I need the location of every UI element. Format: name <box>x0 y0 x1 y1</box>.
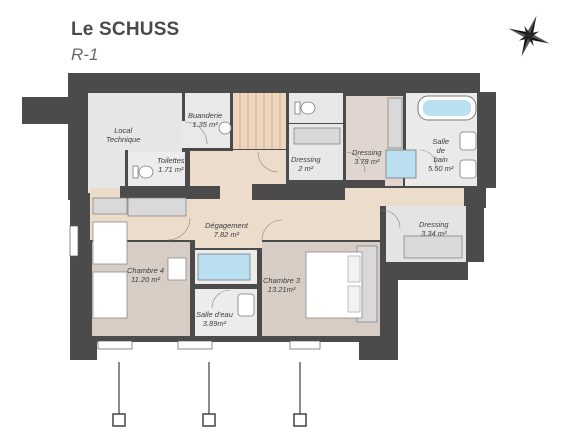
room-dressing-3: Dressing 3.34 m² <box>419 220 449 238</box>
room-local-technique: Local Technique <box>106 126 141 144</box>
floor-stairs <box>232 93 286 149</box>
floor-degagement-upper <box>190 150 286 190</box>
room-chambre-3: Chambre 3 13.21m² <box>263 276 301 294</box>
plan-level: R-1 <box>71 45 99 64</box>
stairs <box>239 93 281 149</box>
door-swings <box>167 121 437 309</box>
room-degagement: Dégagement 7.82 m² <box>205 221 248 239</box>
wardrobes <box>92 97 463 323</box>
plan-title: Le SCHUSS <box>71 19 180 40</box>
room-chambre-4: Chambre 4 11.20 m² <box>127 266 165 284</box>
bathtub <box>417 95 477 121</box>
interior-walls <box>70 93 486 342</box>
room-salle-d-eau: Salle d'eau 3.89m² <box>196 310 233 328</box>
room-toilettes: Toilettes 1.71 m² <box>157 156 185 174</box>
bed-chambre-3 <box>305 251 363 319</box>
toilets <box>132 101 316 179</box>
room-buanderie: Buanderie 1.35 m² <box>188 111 223 129</box>
floors <box>88 93 477 339</box>
sinks <box>218 121 477 317</box>
floor-buanderie <box>182 93 230 149</box>
windows <box>69 225 321 350</box>
shower-salle-d-eau <box>197 253 251 281</box>
exterior-columns <box>112 362 307 427</box>
room-salle-de-bain: Salle de bain 5.50 m² <box>428 137 454 173</box>
room-dressing-1: Dressing 2 m² <box>291 155 321 173</box>
room-dressing-2: Dressing 3.78 m² <box>352 148 382 166</box>
shower-dressing <box>385 149 417 179</box>
beds-chambre-4 <box>92 221 187 319</box>
compass-icon <box>508 15 550 57</box>
